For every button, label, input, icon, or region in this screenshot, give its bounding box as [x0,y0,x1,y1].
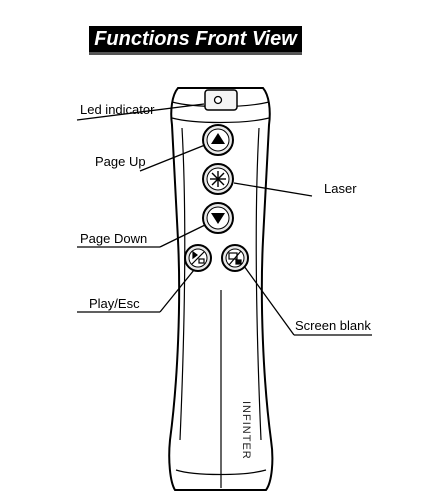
leader-laser [233,182,313,197]
brand-logo-text: INFINTER [240,401,252,460]
diagram-title: Functions Front View [94,28,297,50]
leader-page-down-angle [159,224,206,248]
play-esc-button[interactable] [184,244,212,272]
leader-led [76,103,205,121]
triangle-up-icon [211,133,225,144]
label-play-esc: Play/Esc [89,296,140,311]
leader-play-esc-angle [159,269,195,313]
screen-blank-button[interactable] [221,244,249,272]
page-up-button[interactable] [202,124,234,156]
leader-lines [76,103,372,336]
label-screen-blank: Screen blank [295,318,371,333]
leader-page-up [139,144,206,172]
laser-button[interactable] [202,163,234,195]
play-esc-icon [191,250,205,265]
leader-screen-blank [243,265,295,336]
label-led-indicator: Led indicator [80,102,155,117]
laser-star-icon [210,171,226,187]
led-dot-icon [213,95,223,105]
label-page-down: Page Down [80,231,148,246]
led-indicator [204,89,238,111]
screen-blank-icon [228,250,242,266]
page-down-button[interactable] [202,202,234,234]
label-laser: Laser [324,181,357,196]
triangle-down-icon [211,213,225,224]
label-page-up: Page Up [95,154,146,169]
title-banner: Functions Front View [89,26,302,55]
